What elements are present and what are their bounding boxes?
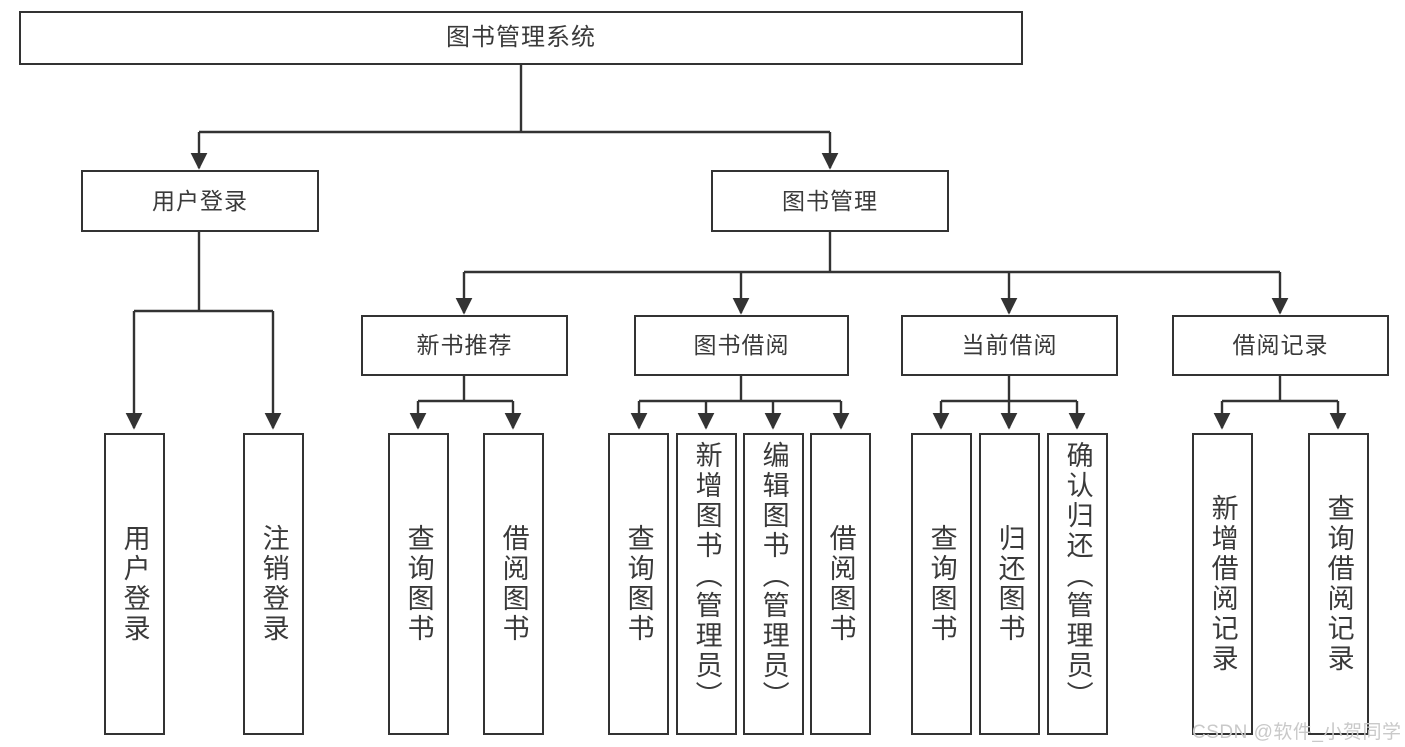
node-leaf-return-book[interactable]: 归还图书 bbox=[979, 433, 1040, 735]
node-root-system[interactable]: 图书管理系统 bbox=[19, 11, 1023, 65]
node-label: 图书管理 bbox=[782, 187, 878, 214]
node-label: 归还图书 bbox=[994, 524, 1025, 644]
node-label: 确认归还（管理员） bbox=[1062, 441, 1093, 711]
node-current-borrow[interactable]: 当前借阅 bbox=[901, 315, 1118, 376]
node-label: 借阅图书 bbox=[825, 524, 856, 644]
node-label: 查询借阅记录 bbox=[1323, 494, 1354, 674]
node-label: 新书推荐 bbox=[416, 332, 513, 358]
node-label: 编辑图书（管理员） bbox=[758, 441, 789, 711]
node-label: 图书管理系统 bbox=[446, 24, 596, 51]
node-label: 查询图书 bbox=[926, 524, 957, 644]
node-label: 新增借阅记录 bbox=[1207, 494, 1238, 674]
node-label: 借阅图书 bbox=[498, 524, 529, 644]
node-label: 查询图书 bbox=[403, 524, 434, 644]
node-book-borrow[interactable]: 图书借阅 bbox=[634, 315, 849, 376]
node-leaf-edit-book[interactable]: 编辑图书（管理员） bbox=[743, 433, 804, 735]
node-leaf-add-book[interactable]: 新增图书（管理员） bbox=[676, 433, 737, 735]
csdn-watermark: CSDN @软件_小贺同学 bbox=[1192, 722, 1402, 743]
node-leaf-user-login[interactable]: 用户登录 bbox=[104, 433, 165, 735]
node-label: 用户登录 bbox=[119, 524, 150, 644]
node-leaf-user-logout[interactable]: 注销登录 bbox=[243, 433, 304, 735]
node-leaf-borrow-book-2[interactable]: 借阅图书 bbox=[810, 433, 871, 735]
node-leaf-borrow-book-1[interactable]: 借阅图书 bbox=[483, 433, 544, 735]
node-label: 借阅记录 bbox=[1232, 332, 1329, 358]
node-label: 用户登录 bbox=[152, 187, 248, 214]
node-leaf-add-record[interactable]: 新增借阅记录 bbox=[1192, 433, 1253, 735]
node-label: 当前借阅 bbox=[961, 332, 1058, 358]
node-borrow-record[interactable]: 借阅记录 bbox=[1172, 315, 1389, 376]
node-user-login[interactable]: 用户登录 bbox=[81, 170, 319, 232]
node-new-book-recommend[interactable]: 新书推荐 bbox=[361, 315, 568, 376]
node-label: 查询图书 bbox=[623, 524, 654, 644]
node-leaf-confirm-return[interactable]: 确认归还（管理员） bbox=[1047, 433, 1108, 735]
node-leaf-query-book-1[interactable]: 查询图书 bbox=[388, 433, 449, 735]
node-label: 注销登录 bbox=[258, 524, 289, 644]
node-book-manage[interactable]: 图书管理 bbox=[711, 170, 949, 232]
node-label: 图书借阅 bbox=[693, 332, 790, 358]
node-label: 新增图书（管理员） bbox=[691, 441, 722, 711]
node-leaf-query-record[interactable]: 查询借阅记录 bbox=[1308, 433, 1369, 735]
node-leaf-query-book-3[interactable]: 查询图书 bbox=[911, 433, 972, 735]
node-leaf-query-book-2[interactable]: 查询图书 bbox=[608, 433, 669, 735]
